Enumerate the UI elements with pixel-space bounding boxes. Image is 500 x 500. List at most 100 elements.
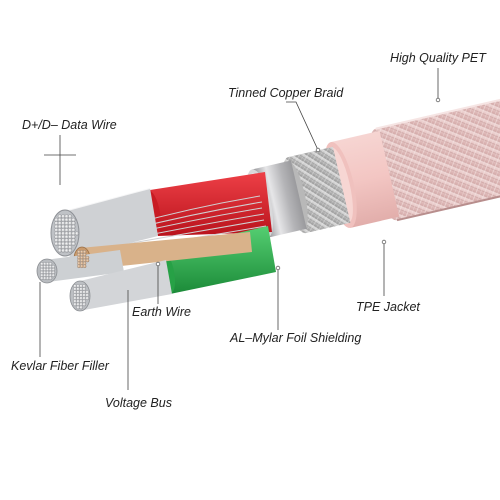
strand-end [77, 250, 81, 254]
strand-end [85, 255, 90, 260]
strand-end [61, 231, 66, 236]
strand-end [80, 258, 84, 263]
strand-end [43, 276, 47, 281]
strand-end [76, 296, 80, 301]
strand-end [48, 273, 53, 278]
strand-end [57, 228, 62, 233]
strand-end [64, 224, 69, 229]
strand-end [85, 290, 90, 295]
strand-end [43, 262, 47, 266]
strand-end [82, 299, 87, 304]
strand-end [82, 284, 87, 288]
label-data-wire: D+/D– Data Wire [22, 118, 117, 132]
strand-end [73, 293, 77, 298]
strand-end [43, 273, 47, 278]
strand-end [79, 302, 84, 307]
strand-end [45, 265, 50, 269]
strand-end [40, 270, 44, 275]
strand-end [76, 290, 80, 295]
strand-end [45, 267, 50, 272]
strand-end [68, 228, 73, 233]
strand-end [64, 248, 69, 253]
strand-end [71, 241, 76, 246]
strand-end [68, 217, 73, 222]
strand-end [82, 287, 87, 291]
strand-end [80, 255, 84, 260]
strand-end [45, 276, 50, 281]
strand-end [54, 221, 59, 226]
strand-end [40, 267, 44, 272]
strand-end [57, 248, 62, 253]
label-tinned-copper-braid: Tinned Copper Braid [228, 86, 344, 100]
strand-end [48, 270, 53, 275]
strand-end [43, 270, 47, 275]
strand-end [76, 284, 80, 288]
strand-end [68, 234, 73, 239]
strand-end [73, 284, 77, 288]
strand-end [61, 224, 66, 229]
strand-end [54, 241, 59, 246]
strand-end [71, 234, 76, 239]
strand-end [74, 231, 79, 236]
leader-braid [286, 101, 319, 151]
strand-end [64, 221, 69, 226]
strand-end [45, 270, 50, 275]
strand-end [57, 234, 62, 239]
strand-end [64, 234, 69, 239]
strand-end [45, 262, 50, 266]
strand-end [82, 253, 87, 257]
strand-end [54, 238, 59, 243]
strand-end [57, 238, 62, 243]
strand-end [77, 255, 81, 260]
strand-end [40, 265, 44, 269]
strand-end [54, 217, 59, 222]
strand-end [61, 248, 66, 253]
strand-end [54, 234, 59, 239]
label-high-quality-pet: High Quality PET [390, 51, 487, 65]
strand-end [80, 261, 84, 266]
strand-end [73, 290, 77, 295]
strand-end [51, 265, 56, 269]
strand-end [57, 241, 62, 246]
label-earth-wire: Earth Wire [132, 305, 191, 319]
strand-end [64, 238, 69, 243]
strand-end [43, 265, 47, 269]
strand-end [76, 299, 80, 304]
strand-end [71, 228, 76, 233]
strand-end [76, 305, 80, 310]
strand-end [73, 302, 77, 307]
strand-end [54, 231, 59, 236]
strand-end [48, 265, 53, 269]
strand-end [64, 241, 69, 246]
strand-end [82, 296, 87, 301]
strand-end [82, 261, 87, 266]
strand-end [40, 276, 44, 281]
strand-end [76, 293, 80, 298]
strand-end [51, 273, 56, 278]
strand-end [64, 214, 69, 219]
strand-end [61, 221, 66, 226]
strand-end [77, 253, 81, 257]
strand-end [82, 290, 87, 295]
strand-end [61, 238, 66, 243]
strand-end [73, 287, 77, 291]
strand-end [45, 273, 50, 278]
strand-end [68, 245, 73, 250]
strand-end [79, 290, 84, 295]
strand-end [80, 253, 84, 257]
label-voltage-bus: Voltage Bus [105, 396, 172, 410]
leader-data [44, 135, 76, 185]
strand-end [57, 224, 62, 229]
strand-end [82, 250, 87, 254]
strand-end [54, 224, 59, 229]
strand-end [79, 299, 84, 304]
strand-end [61, 245, 66, 250]
leader-lines [39, 68, 439, 390]
strand-end [71, 221, 76, 226]
strand-end [79, 296, 84, 301]
strand-end [40, 262, 44, 266]
strand-end [51, 267, 56, 272]
strand-end [77, 261, 81, 266]
strand-end [76, 302, 80, 307]
